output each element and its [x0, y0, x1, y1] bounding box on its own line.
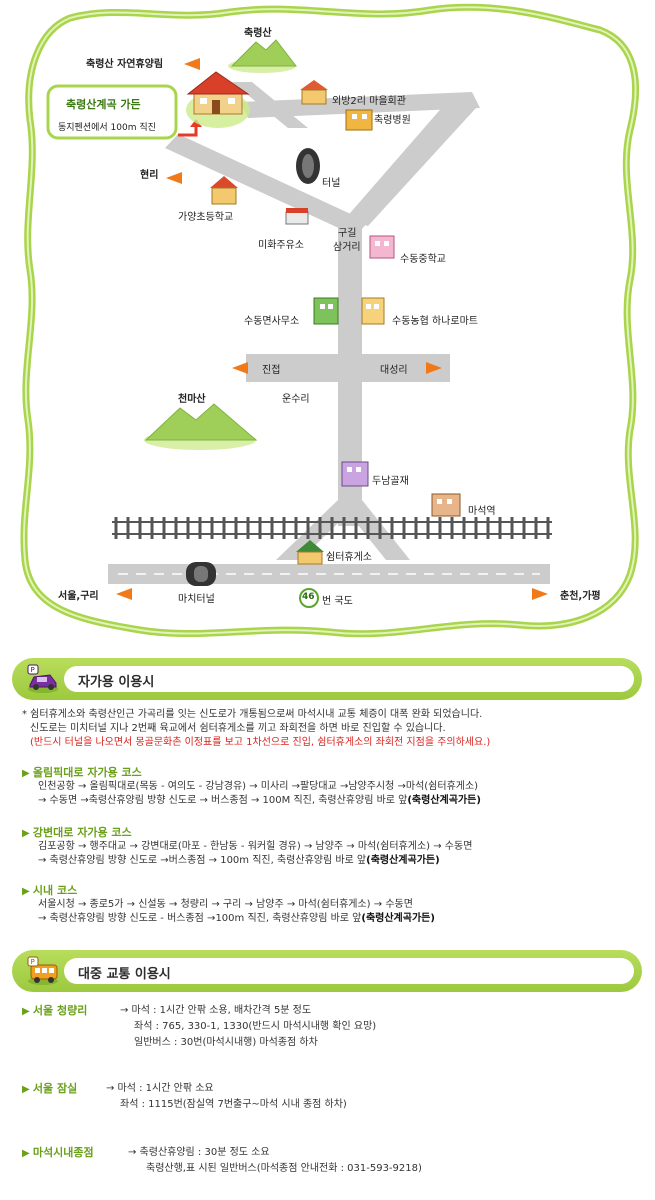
- course-gangbyeon-line2: → 축령산휴양림 방향 신도로 →버스종점 → 100m 직진, 축령산휴양림 …: [38, 855, 440, 866]
- label-garden-title: 축령산계곡 가든: [66, 98, 141, 111]
- railway: [112, 517, 552, 539]
- arrow-seoul-icon: [116, 588, 132, 600]
- svg-text:P: P: [31, 958, 35, 966]
- bus-route-maseok-line1: → 축령산휴양림 : 30분 정도 소요: [128, 1147, 270, 1158]
- bus-route-cheongnyangni-line1: → 마석 : 1시간 안팎 소용, 배차간격 5분 정도: [120, 1005, 312, 1016]
- bus-route-cheongnyangni-line3: 일반버스 : 30번(마석시내행) 마석종점 하차: [134, 1037, 318, 1048]
- label-garden-sub: 동지펜션에서 100m 직진: [58, 123, 156, 133]
- garden-house-icon: [186, 71, 250, 128]
- car-note-3: (반드시 터널을 나오면서 몽골문화촌 이정표를 보고 1차선으로 진입, 쉼터…: [30, 737, 491, 748]
- label-hospital: 축령병원: [374, 115, 411, 126]
- label-route-suffix: 번 국도: [322, 596, 353, 607]
- label-mt-chungnyeong: 축령산: [244, 28, 272, 39]
- label-sudong-mart: 수동농협 하나로마트: [392, 316, 478, 327]
- label-chuncheon: 춘천,가평: [560, 591, 601, 602]
- station-icon: [431, 493, 461, 517]
- map-border-inner: [22, 6, 637, 635]
- dunamgoljae-icon: [341, 461, 369, 487]
- course-city-head: ▶ 시내 코스: [22, 884, 78, 897]
- course-olympic-line1: 인천공항 → 올림픽대로(목동 - 여의도 - 강남경유) → 미사리 →팔당대…: [38, 781, 479, 792]
- svg-text:P: P: [31, 666, 35, 674]
- tunnel-icon: [296, 148, 320, 184]
- label-jinjeop: 진접: [262, 365, 281, 376]
- bus-route-maseok-line2: 축령산행,표 시된 일반버스(마석종점 안내전화 : 031-593-9218): [146, 1163, 422, 1174]
- arrow-chuncheon-icon: [532, 588, 548, 600]
- garden-callout: [46, 84, 178, 140]
- course-gangbyeon-head: ▶ 강변대로 자가용 코스: [22, 826, 132, 839]
- label-maseok-station: 마석역: [468, 506, 496, 517]
- label-tunnel: 터널: [322, 178, 341, 189]
- course-city-line1: 서울시청 → 종로5가 → 신설동 → 청량리 → 구리 → 남양주 → 마석(…: [38, 899, 413, 910]
- route-46-icon: [299, 588, 319, 608]
- label-dunamgoljae: 두남골재: [372, 476, 409, 487]
- label-gugil-2: 삼거리: [333, 242, 361, 253]
- gas-station-icon: [285, 208, 309, 225]
- hospital-icon: [345, 109, 373, 131]
- roads: [108, 82, 550, 584]
- arrow-daeseongri-icon: [426, 362, 442, 374]
- label-sudong-office: 수동면사무소: [244, 316, 300, 327]
- course-city-line2: → 축령산휴양림 방향 신도로 - 버스종점 →100m 직진, 축령산휴양림 …: [38, 913, 435, 924]
- label-sudong-middle: 수동중학교: [400, 254, 446, 265]
- bus-section-title: 대중 교통 이용시: [78, 967, 171, 982]
- car-section-header: P 자가용 이용시: [12, 658, 642, 700]
- label-unsuri: 운수리: [282, 394, 310, 405]
- arrow-hyeonri-icon: [166, 172, 182, 184]
- bus-route-maseok: ▶ 마석시내종점: [22, 1146, 94, 1159]
- bus-route-jamsil: ▶ 서울 잠실: [22, 1082, 78, 1095]
- school-icon: [210, 176, 238, 205]
- mountain-cheonma-icon: [144, 403, 258, 450]
- label-oebang-hall: 외방2리 마을회관: [332, 96, 406, 107]
- car-section-title: 자가용 이용시: [78, 675, 155, 690]
- bus-route-jamsil-line1: → 마석 : 1시간 안팎 소요: [106, 1083, 214, 1094]
- label-gugil-1: 구길: [338, 228, 357, 239]
- label-route-num: 46: [302, 592, 315, 602]
- middle-school-icon: [369, 235, 395, 259]
- course-olympic-head: ▶ 올림픽대로 자가용 코스: [22, 766, 142, 779]
- location-map: 축령산 축령산 자연휴양림 축령산계곡 가든 동지펜션에서 100m 직진 외방…: [20, 3, 640, 638]
- bus-icon: P: [27, 956, 58, 985]
- label-machi-tunnel: 마치터널: [178, 594, 215, 605]
- bus-route-cheongnyangni-line2: 좌석 : 765, 330-1, 1330(반드시 마석시내행 확인 요망): [134, 1021, 377, 1032]
- machi-tunnel-icon: [186, 562, 216, 586]
- bus-route-cheongnyangni: ▶ 서울 청량리: [22, 1004, 88, 1017]
- mart-icon: [361, 297, 385, 325]
- car-note-2: 신도로는 미치터널 지나 2번째 육교에서 쉼터휴게소를 끼고 좌회전을 하면 …: [30, 723, 446, 734]
- map-graphic: [20, 3, 640, 638]
- label-recreation-forest: 축령산 자연휴양림: [86, 59, 164, 70]
- course-olympic-line2: → 수동면 →축령산휴양림 방향 신도로 → 버스종점 → 100M 직진, 축…: [38, 795, 481, 806]
- course-gangbyeon-line1: 김포공항 → 행주대교 → 강변대로(마포 - 한남동 - 워커힐 경유) → …: [38, 841, 473, 852]
- label-rest-area: 쉼터휴게소: [326, 552, 372, 563]
- car-note-1: * 쉼터휴게소와 축령산인근 가곡리를 잇는 신도로가 개통됨으로써 마석시내 …: [22, 709, 483, 720]
- rest-area-icon: [296, 540, 324, 565]
- label-daeseongri: 대성리: [380, 365, 408, 376]
- bus-route-jamsil-line2: 좌석 : 1115번(잠실역 7번출구~마석 시내 종점 하차): [120, 1099, 347, 1110]
- car-icon: P: [27, 664, 58, 693]
- label-gayang-school: 가양초등학교: [178, 212, 234, 223]
- town-office-icon: [313, 297, 339, 325]
- arrow-jinjeop-icon: [232, 362, 248, 374]
- label-mt-cheonma: 천마산: [178, 394, 206, 405]
- oebang-hall-icon: [300, 80, 328, 105]
- label-hyeonri: 현리: [140, 170, 159, 181]
- arrow-recreation-icon: [184, 58, 200, 70]
- label-seoul-guri: 서울,구리: [58, 591, 99, 602]
- bus-section-header: P 대중 교통 이용시: [12, 950, 642, 992]
- label-miwha-gas: 미화주유소: [258, 240, 304, 251]
- mountain-chungnyeong-icon: [228, 39, 298, 73]
